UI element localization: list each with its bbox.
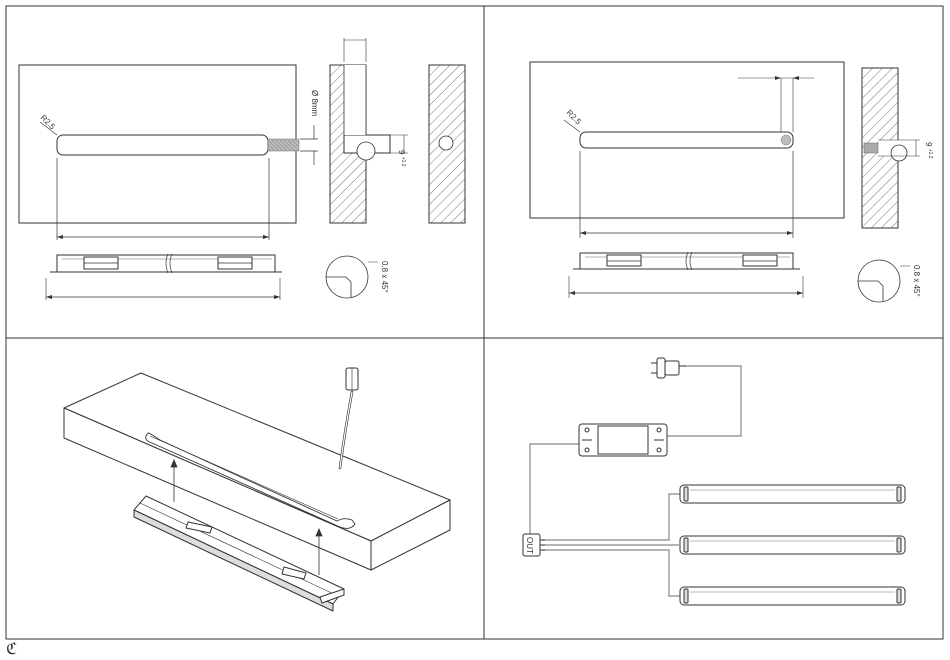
panel-2-section-view	[862, 68, 920, 228]
panel-1-section-view	[330, 38, 408, 223]
panel-1-depth-label: 9 +1.2	[397, 150, 406, 167]
panel-2-depth-tolerance: +1.2	[927, 149, 933, 159]
footer-mark: ℭ	[6, 641, 17, 657]
panel-3-power-cable	[340, 368, 358, 468]
panel-1-diameter-label: Ø 8mm	[310, 90, 319, 117]
panel-1-chamfer-detail	[326, 256, 378, 298]
panel-1-depth-tolerance: +1.2	[400, 157, 406, 167]
panel-2-front-cutout	[530, 62, 844, 238]
power-plug-icon	[651, 358, 686, 378]
panel-1-profile-rail	[46, 254, 282, 300]
led-bar-icon	[680, 485, 905, 503]
panel-2-depth-label: 9 +1.2	[924, 142, 933, 159]
panel-4-wiring-lines	[530, 366, 741, 596]
led-bar-icon	[680, 587, 905, 605]
panel-1-front-cutout	[19, 65, 299, 240]
led-driver-icon	[579, 424, 667, 456]
panel-3-isometric-shelf	[64, 373, 450, 570]
led-bar-icon	[680, 536, 905, 554]
panel-2-chamfer-label: 0.8 x 45°	[912, 265, 921, 297]
panel-2-profile-rail	[569, 252, 803, 298]
panel-2-chamfer-detail	[858, 260, 910, 302]
panel-1-side-view	[429, 65, 465, 223]
panel-1-diameter-dim	[300, 125, 318, 165]
panel-1-chamfer-label: 0.8 x 45°	[380, 261, 389, 293]
panel-2-depth-value: 9	[924, 142, 933, 147]
junction-output-label: OUT	[525, 537, 534, 554]
panel-1-depth-value: 9	[397, 150, 406, 155]
